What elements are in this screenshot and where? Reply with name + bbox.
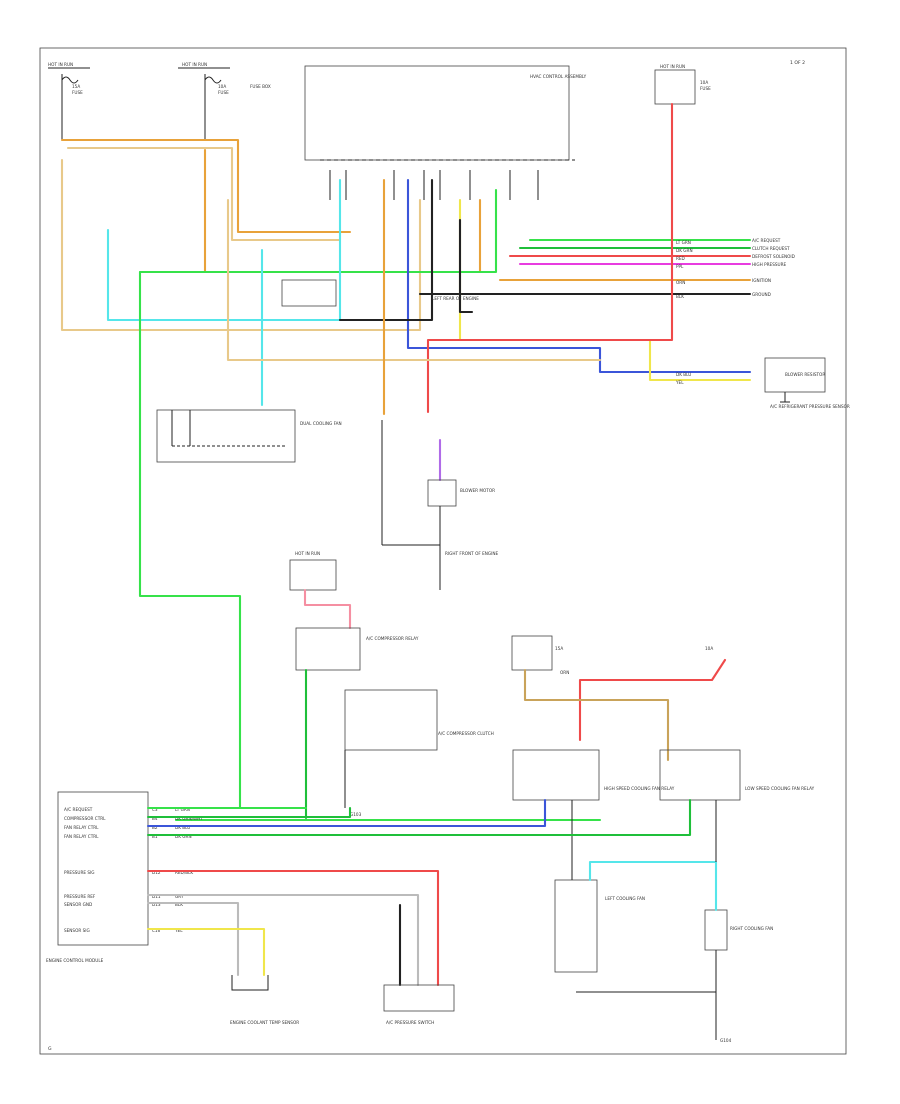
mode-relay — [281, 279, 337, 307]
svg-text:FUSE BOX: FUSE BOX — [250, 84, 271, 89]
svg-text:A/C COMPRESSOR CLUTCH: A/C COMPRESSOR CLUTCH — [438, 731, 494, 736]
fuse-top-right: HOT IN RUN 10A FUSE — [654, 64, 711, 105]
svg-text:LT GRN: LT GRN — [175, 807, 190, 812]
svg-text:HOT IN RUN: HOT IN RUN — [295, 551, 320, 556]
svg-text:BLOWER RESISTOR: BLOWER RESISTOR — [785, 372, 825, 377]
blower-switch-box: DUAL COOLING FAN — [156, 409, 342, 463]
svg-text:FAN RELAY CTRL: FAN RELAY CTRL — [64, 825, 99, 830]
svg-text:BLOWER MOTOR: BLOWER MOTOR — [460, 488, 495, 493]
fuse-block-left: HOT IN RUN HOT IN RUN 15A FUSE 10A FUSE … — [48, 62, 271, 140]
ecm-output-wires — [146, 798, 692, 987]
svg-text:CLUTCH REQUEST: CLUTCH REQUEST — [752, 246, 790, 251]
svg-text:SENSOR SIG: SENSOR SIG — [64, 928, 90, 933]
svg-text:DK GRN: DK GRN — [175, 834, 192, 839]
low-speed-fan-relay: LOW SPEED COOLING FAN RELAY — [659, 749, 815, 801]
svg-text:FUSE: FUSE — [700, 86, 711, 91]
svg-text:GRY: GRY — [175, 894, 184, 899]
wire-harness-top — [60, 102, 752, 822]
svg-text:A/C PRESSURE SWITCH: A/C PRESSURE SWITCH — [386, 1020, 434, 1025]
svg-text:ENGINE COOLANT TEMP SENSOR: ENGINE COOLANT TEMP SENSOR — [230, 1020, 299, 1025]
svg-text:G104: G104 — [720, 1038, 732, 1043]
svg-text:HIGH PRESSURE: HIGH PRESSURE — [752, 262, 786, 267]
page-tag: 1 OF 2 — [790, 60, 805, 66]
svg-text:15A: 15A — [72, 84, 80, 89]
svg-text:15A: 15A — [555, 646, 563, 651]
right-signal-labels: A/C REQUEST CLUTCH REQUEST DEFROST SOLEN… — [752, 238, 795, 297]
svg-text:GROUND: GROUND — [752, 292, 771, 297]
svg-text:ORN: ORN — [676, 280, 685, 285]
diagram-frame — [39, 47, 847, 1055]
svg-text:ORN: ORN — [560, 670, 569, 675]
svg-text:B2: B2 — [152, 825, 158, 830]
left-cooling-fan: LEFT COOLING FAN — [554, 800, 645, 973]
svg-text:LEFT COOLING FAN: LEFT COOLING FAN — [605, 896, 645, 901]
svg-text:LT GRN: LT GRN — [676, 240, 691, 245]
svg-text:YEL: YEL — [675, 380, 684, 385]
svg-text:HOT IN RUN: HOT IN RUN — [48, 62, 73, 67]
svg-text:BLK: BLK — [175, 902, 183, 907]
svg-text:RIGHT FRONT OF ENGINE: RIGHT FRONT OF ENGINE — [445, 551, 498, 556]
ect-sensor: ENGINE COOLANT TEMP SENSOR — [230, 975, 299, 1025]
svg-text:C3: C3 — [152, 807, 158, 812]
svg-text:YEL: YEL — [174, 928, 183, 933]
svg-text:FAN RELAY CTRL: FAN RELAY CTRL — [64, 834, 99, 839]
footer-code: G — [48, 1046, 52, 1052]
svg-text:FUSE: FUSE — [218, 90, 229, 95]
svg-text:DK BLU: DK BLU — [175, 825, 190, 830]
high-speed-fan-relay: HIGH SPEED COOLING FAN RELAY — [512, 749, 675, 801]
svg-text:DEFROST SOLENOID: DEFROST SOLENOID — [752, 254, 795, 259]
hvac-connector-pins — [329, 170, 539, 200]
svg-text:RED: RED — [676, 256, 685, 261]
svg-text:10A: 10A — [218, 84, 226, 89]
svg-text:A/C REQUEST: A/C REQUEST — [64, 807, 93, 812]
svg-text:A/C REQUEST: A/C REQUEST — [752, 238, 781, 243]
engine-control-module: ENGINE CONTROL MODULE A/C REQUEST C3 LT … — [46, 791, 203, 963]
ac-compressor-relay: HOT IN RUN A/C COMPRESSOR RELAY — [289, 551, 419, 820]
svg-text:COMPRESSOR CTRL: COMPRESSOR CTRL — [64, 816, 106, 821]
svg-text:FUSE: FUSE — [72, 90, 83, 95]
svg-text:DK GRN: DK GRN — [676, 248, 693, 253]
svg-text:RED/BLK: RED/BLK — [175, 870, 193, 875]
svg-text:D12: D12 — [152, 870, 161, 875]
blower-motor-box: BLOWER MOTOR RIGHT FRONT OF ENGINE — [381, 420, 498, 590]
svg-text:B4: B4 — [152, 816, 158, 821]
svg-text:HOT IN RUN: HOT IN RUN — [182, 62, 207, 67]
svg-text:HIGH SPEED COOLING FAN RELAY: HIGH SPEED COOLING FAN RELAY — [604, 786, 675, 791]
ac-compressor-clutch: A/C COMPRESSOR CLUTCH G103 — [344, 689, 494, 817]
svg-text:A/C REFRIGERANT PRESSURE SENSO: A/C REFRIGERANT PRESSURE SENSOR — [770, 404, 850, 409]
svg-text:LOW SPEED COOLING FAN RELAY: LOW SPEED COOLING FAN RELAY — [745, 786, 815, 791]
svg-text:IGNITION: IGNITION — [752, 278, 771, 283]
svg-text:C16: C16 — [152, 928, 161, 933]
svg-text:G103: G103 — [350, 812, 362, 817]
svg-text:DK BLU: DK BLU — [676, 372, 691, 377]
wire-code-legend: LT GRN DK GRN RED PPL ORN BLK DK BLU YEL… — [432, 240, 693, 675]
blower-resistor: BLOWER RESISTOR A/C REFRIGERANT PRESSURE… — [764, 357, 850, 409]
svg-text:LEFT REAR OF ENGINE: LEFT REAR OF ENGINE — [432, 296, 479, 301]
svg-text:DUAL COOLING FAN: DUAL COOLING FAN — [300, 421, 342, 426]
svg-text:ENGINE CONTROL MODULE: ENGINE CONTROL MODULE — [46, 958, 104, 963]
ac-pressure-switch: A/C PRESSURE SWITCH — [383, 984, 455, 1025]
svg-text:D13: D13 — [152, 902, 161, 907]
right-cooling-fan: RIGHT COOLING FAN G104 — [576, 800, 773, 1043]
svg-text:DK GRN/WHT: DK GRN/WHT — [175, 816, 203, 821]
hvac-control-assembly: HVAC CONTROL ASSEMBLY — [304, 65, 587, 161]
svg-text:SENSOR GND: SENSOR GND — [64, 902, 92, 907]
svg-text:D11: D11 — [152, 894, 161, 899]
svg-text:HOT IN RUN: HOT IN RUN — [660, 64, 685, 69]
svg-text:A/C COMPRESSOR RELAY: A/C COMPRESSOR RELAY — [366, 636, 419, 641]
svg-text:PRESSURE REF: PRESSURE REF — [64, 894, 96, 899]
svg-text:PPL: PPL — [676, 264, 684, 269]
svg-text:BLK: BLK — [676, 294, 684, 299]
svg-text:B1: B1 — [152, 834, 158, 839]
svg-text:RIGHT COOLING FAN: RIGHT COOLING FAN — [730, 926, 773, 931]
svg-text:PRESSURE SIG: PRESSURE SIG — [64, 870, 95, 875]
svg-text:10A: 10A — [700, 80, 708, 85]
svg-text:HVAC CONTROL ASSEMBLY: HVAC CONTROL ASSEMBLY — [530, 74, 587, 79]
svg-text:10A: 10A — [705, 646, 713, 651]
fan-fuses: 15A 10A — [511, 635, 727, 762]
